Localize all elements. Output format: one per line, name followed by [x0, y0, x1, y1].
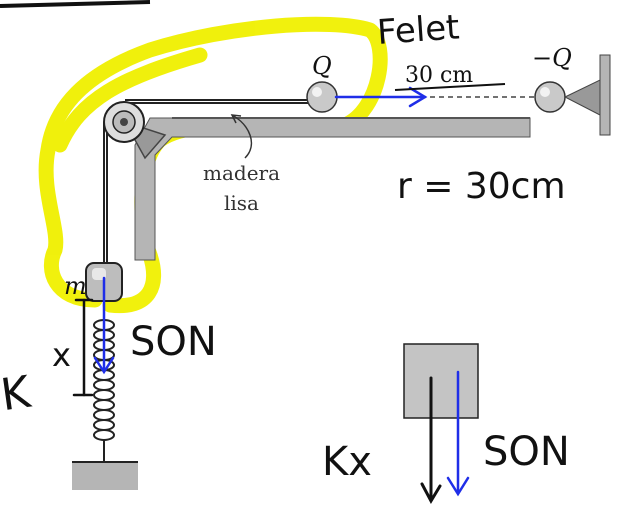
k-note: K	[0, 367, 35, 422]
fbd-weight-arrow	[446, 370, 470, 497]
charge-q-sphere	[306, 81, 338, 113]
son-top-note: SON	[130, 319, 217, 365]
son-bottom-note: SON	[483, 429, 570, 475]
surface-label-line1: madera	[203, 161, 280, 185]
kx-note: Kx	[322, 439, 372, 485]
distance-label: 30 cm	[405, 63, 473, 88]
mass-label: m	[64, 272, 87, 300]
fbd-spring-force-arrow	[420, 376, 442, 505]
distance-underline	[394, 83, 506, 91]
rope	[103, 99, 320, 265]
charge-minus-q-sphere	[534, 54, 611, 136]
charge-q-label: Q	[312, 52, 332, 80]
weight-arrow	[93, 276, 115, 375]
extension-bracket	[72, 298, 94, 397]
pulley	[103, 101, 145, 143]
radius-note: r = 30cm	[397, 166, 566, 207]
surface-label-line2: lisa	[224, 191, 259, 215]
charge-minus-q-label: −Q	[532, 44, 572, 72]
fbd-block	[403, 343, 479, 419]
spring-base	[72, 461, 138, 490]
surface-pointer-arrowhead	[230, 114, 242, 124]
wooden-surface	[134, 117, 531, 261]
surface-pointer-arrow	[231, 114, 253, 159]
electric-force-arrow	[334, 86, 428, 108]
felet-note: Felet	[376, 7, 461, 53]
x-note: x	[52, 336, 71, 374]
top-scribble	[0, 0, 151, 8]
